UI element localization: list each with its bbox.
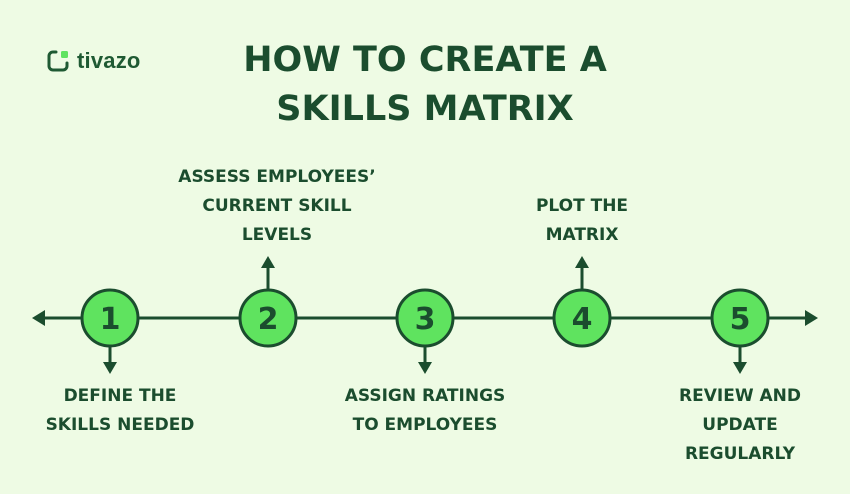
tivazo-logo-icon: [47, 50, 69, 72]
step-2-arrowhead: [261, 256, 275, 268]
step-5-number: 5: [730, 302, 751, 337]
step-3-label-line-1: ASSIGN RATINGS: [344, 386, 506, 406]
step-1-node: [80, 288, 140, 348]
page-title: HOW TO CREATE A SKILLS MATRIX: [0, 36, 850, 134]
step-3-arrowhead: [418, 362, 432, 374]
step-2-label-line-2: CURRENT SKILL: [202, 196, 352, 216]
step-1-number: 1: [100, 302, 121, 337]
right-arrowhead: [805, 310, 818, 326]
left-arrowhead: [32, 310, 45, 326]
step-5-label-line-1: REVIEW AND: [679, 386, 801, 406]
step-3-label: ASSIGN RATINGS TO EMPLOYEES: [305, 382, 545, 440]
step-1-arrowhead: [103, 362, 117, 374]
step-2-label-line-1: ASSESS EMPLOYEES’: [178, 167, 376, 187]
step-4-label-line-1: PLOT THE: [535, 196, 629, 216]
step-5-label-line-3: REGULARLY: [684, 444, 796, 464]
step-4-node: [552, 288, 612, 348]
step-1-label-line-2: SKILLS NEEDED: [45, 415, 195, 435]
brand-name: tivazo: [77, 48, 141, 73]
step-4-label-line-2: MATRIX: [545, 225, 619, 245]
step-3-node: [395, 288, 455, 348]
step-5-label: REVIEW AND UPDATE REGULARLY: [620, 382, 850, 469]
step-2-node: [238, 288, 298, 348]
step-5-label-line-2: UPDATE: [702, 415, 778, 435]
step-2-label-line-3: LEVELS: [241, 225, 313, 245]
step-5-arrowhead: [733, 362, 747, 374]
step-4-arrowhead: [575, 256, 589, 268]
step-4-number: 4: [572, 302, 593, 337]
step-3-number: 3: [415, 302, 436, 337]
step-4-label: PLOT THE MATRIX: [462, 192, 702, 250]
step-1-label-line-1: DEFINE THE: [63, 386, 177, 406]
title-line-2: SKILLS MATRIX: [276, 89, 574, 129]
step-2-label: ASSESS EMPLOYEES’ CURRENT SKILL LEVELS: [157, 163, 397, 250]
title-line-1: HOW TO CREATE A: [243, 40, 607, 80]
step-5-node: [710, 288, 770, 348]
step-2-number: 2: [258, 302, 279, 337]
step-3-label-line-2: TO EMPLOYEES: [352, 415, 498, 435]
step-1-label: DEFINE THE SKILLS NEEDED: [0, 382, 240, 440]
brand-logo: tivazo: [46, 48, 141, 74]
